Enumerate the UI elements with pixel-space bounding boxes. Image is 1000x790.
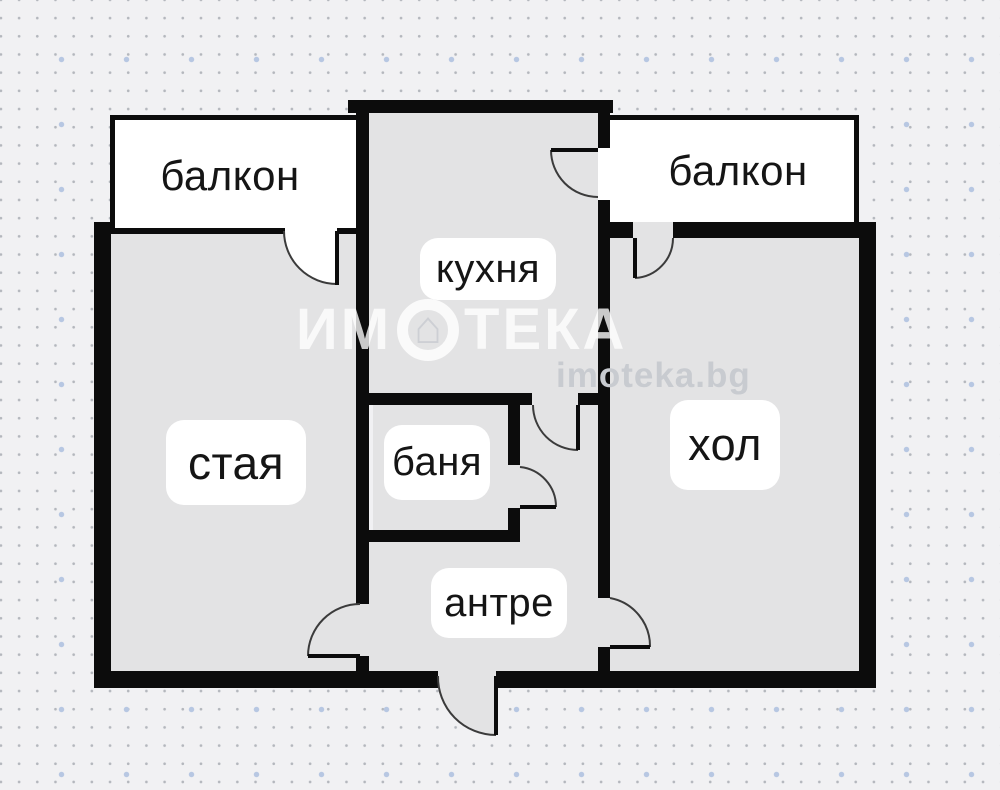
watermark-brand-part1: ИМ xyxy=(296,297,393,362)
wall-exterior-bottom-right xyxy=(496,671,876,688)
wall-kitchen-bottom-a xyxy=(369,393,532,405)
balcony-left-floor xyxy=(110,115,356,228)
wall-kitchen-bottom-b xyxy=(578,393,598,405)
label-hall: хол xyxy=(670,400,780,490)
wall-hall-left-b xyxy=(598,200,610,598)
wall-hall-left-c xyxy=(598,647,610,671)
wall-balcony-left-sill-b xyxy=(337,228,357,234)
label-balcony-right-text: балкон xyxy=(668,146,808,194)
label-hall-text: хол xyxy=(688,419,762,470)
watermark-site: imoteka.bg xyxy=(556,356,751,395)
label-kitchen-text: кухня xyxy=(435,246,541,291)
label-entry: антре xyxy=(431,568,567,638)
label-balcony-left-text: балкон xyxy=(160,151,300,199)
wall-bathroom-bottom xyxy=(356,530,520,542)
wall-exterior-left xyxy=(94,222,111,688)
room-corridor-floor xyxy=(520,405,598,545)
wall-hall-top-a xyxy=(610,222,633,238)
wall-middle-vertical-stub xyxy=(356,656,369,671)
balcony-right-floor xyxy=(607,115,859,222)
wall-kitchen-top xyxy=(348,100,613,113)
label-entry-text: антре xyxy=(444,580,554,625)
wall-balcony-left-sill-a xyxy=(111,228,285,234)
watermark-logo-ring: ⌂ xyxy=(397,298,460,361)
wall-bathroom-right-a xyxy=(508,405,520,465)
label-bathroom-text: баня xyxy=(392,440,482,484)
wall-hall-left-a xyxy=(598,113,610,148)
label-balcony-left: балкон xyxy=(140,148,320,203)
wall-exterior-right xyxy=(859,222,876,688)
label-room: стая xyxy=(166,420,306,505)
label-kitchen: кухня xyxy=(420,238,556,300)
house-icon: ⌂ xyxy=(414,300,442,353)
wall-hall-top-b xyxy=(673,222,859,238)
watermark-brand: ИМ ⌂ ТЕКА xyxy=(296,296,627,363)
label-bathroom: баня xyxy=(384,425,490,500)
wall-middle-vertical xyxy=(356,113,369,604)
label-room-text: стая xyxy=(187,436,285,489)
label-balcony-right: балкон xyxy=(648,143,828,198)
watermark-brand-part2: ТЕКА xyxy=(464,297,628,362)
wall-exterior-bottom-left xyxy=(94,671,438,688)
